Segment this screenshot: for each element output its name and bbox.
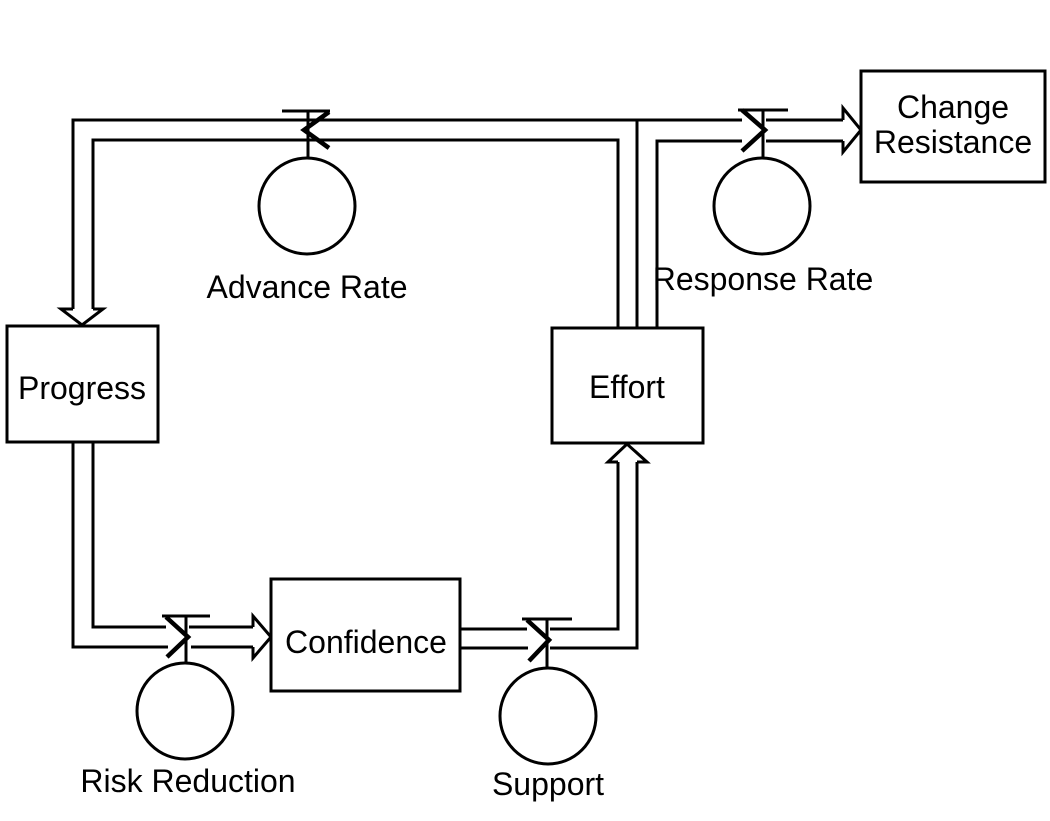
response-rate-valve-icon (712, 108, 812, 256)
pipe-effort-to-resistance-inner (655, 139, 742, 328)
change-resistance-label-line1: Change (897, 89, 1009, 125)
response-rate-valve-chevron (740, 108, 769, 153)
arrowhead-into-progress (56, 307, 108, 327)
response-rate-circle (712, 156, 812, 256)
pipe-effort-to-progress-outer (71, 118, 742, 309)
stock-effort: Effort (550, 326, 705, 445)
support-valve-chevron (525, 618, 553, 663)
stock-confidence: Confidence (269, 577, 462, 693)
pipe-confidence-to-effort-inner (550, 462, 620, 631)
pipe-progress-to-confidence-inner (91, 442, 166, 629)
response-rate-label: Response Rate (653, 261, 874, 297)
risk-reduction-valve-icon (135, 614, 235, 761)
flow-labels: Advance Rate Response Rate Risk Reductio… (80, 261, 873, 802)
risk-reduction-label: Risk Reduction (80, 763, 295, 799)
progress-box (5, 324, 160, 444)
stocks: Progress Effort Change Resistance Confid… (5, 69, 1047, 693)
arrowhead-into-change-resistance (841, 103, 863, 157)
support-valve-icon (498, 617, 598, 766)
risk-reduction-circle (135, 661, 235, 761)
pipe-effort-to-progress-inner (91, 138, 620, 328)
progress-label: Progress (18, 370, 146, 406)
arrowhead-into-effort (604, 441, 651, 464)
effort-box (550, 326, 705, 445)
effort-label: Effort (589, 369, 665, 405)
stock-progress: Progress (5, 324, 160, 444)
pipe-confidence-to-effort-outer (550, 462, 639, 650)
advance-rate-label: Advance Rate (206, 269, 407, 305)
risk-reduction-valve-chevron (164, 615, 192, 659)
flow-pipes (56, 103, 863, 663)
advance-rate-valve-chevron (300, 110, 331, 150)
pipe-progress-to-confidence-outer (71, 442, 168, 649)
confidence-label: Confidence (285, 624, 447, 660)
stock-change-resistance: Change Resistance (859, 69, 1047, 184)
arrowhead-into-confidence (251, 611, 273, 663)
support-circle (498, 666, 598, 766)
valves (135, 108, 812, 766)
advance-rate-circle (257, 156, 357, 256)
change-resistance-label-line2: Resistance (874, 124, 1032, 160)
confidence-box (269, 577, 462, 693)
advance-rate-valve-icon (257, 109, 357, 256)
support-label: Support (492, 766, 604, 802)
change-resistance-box (859, 69, 1047, 184)
